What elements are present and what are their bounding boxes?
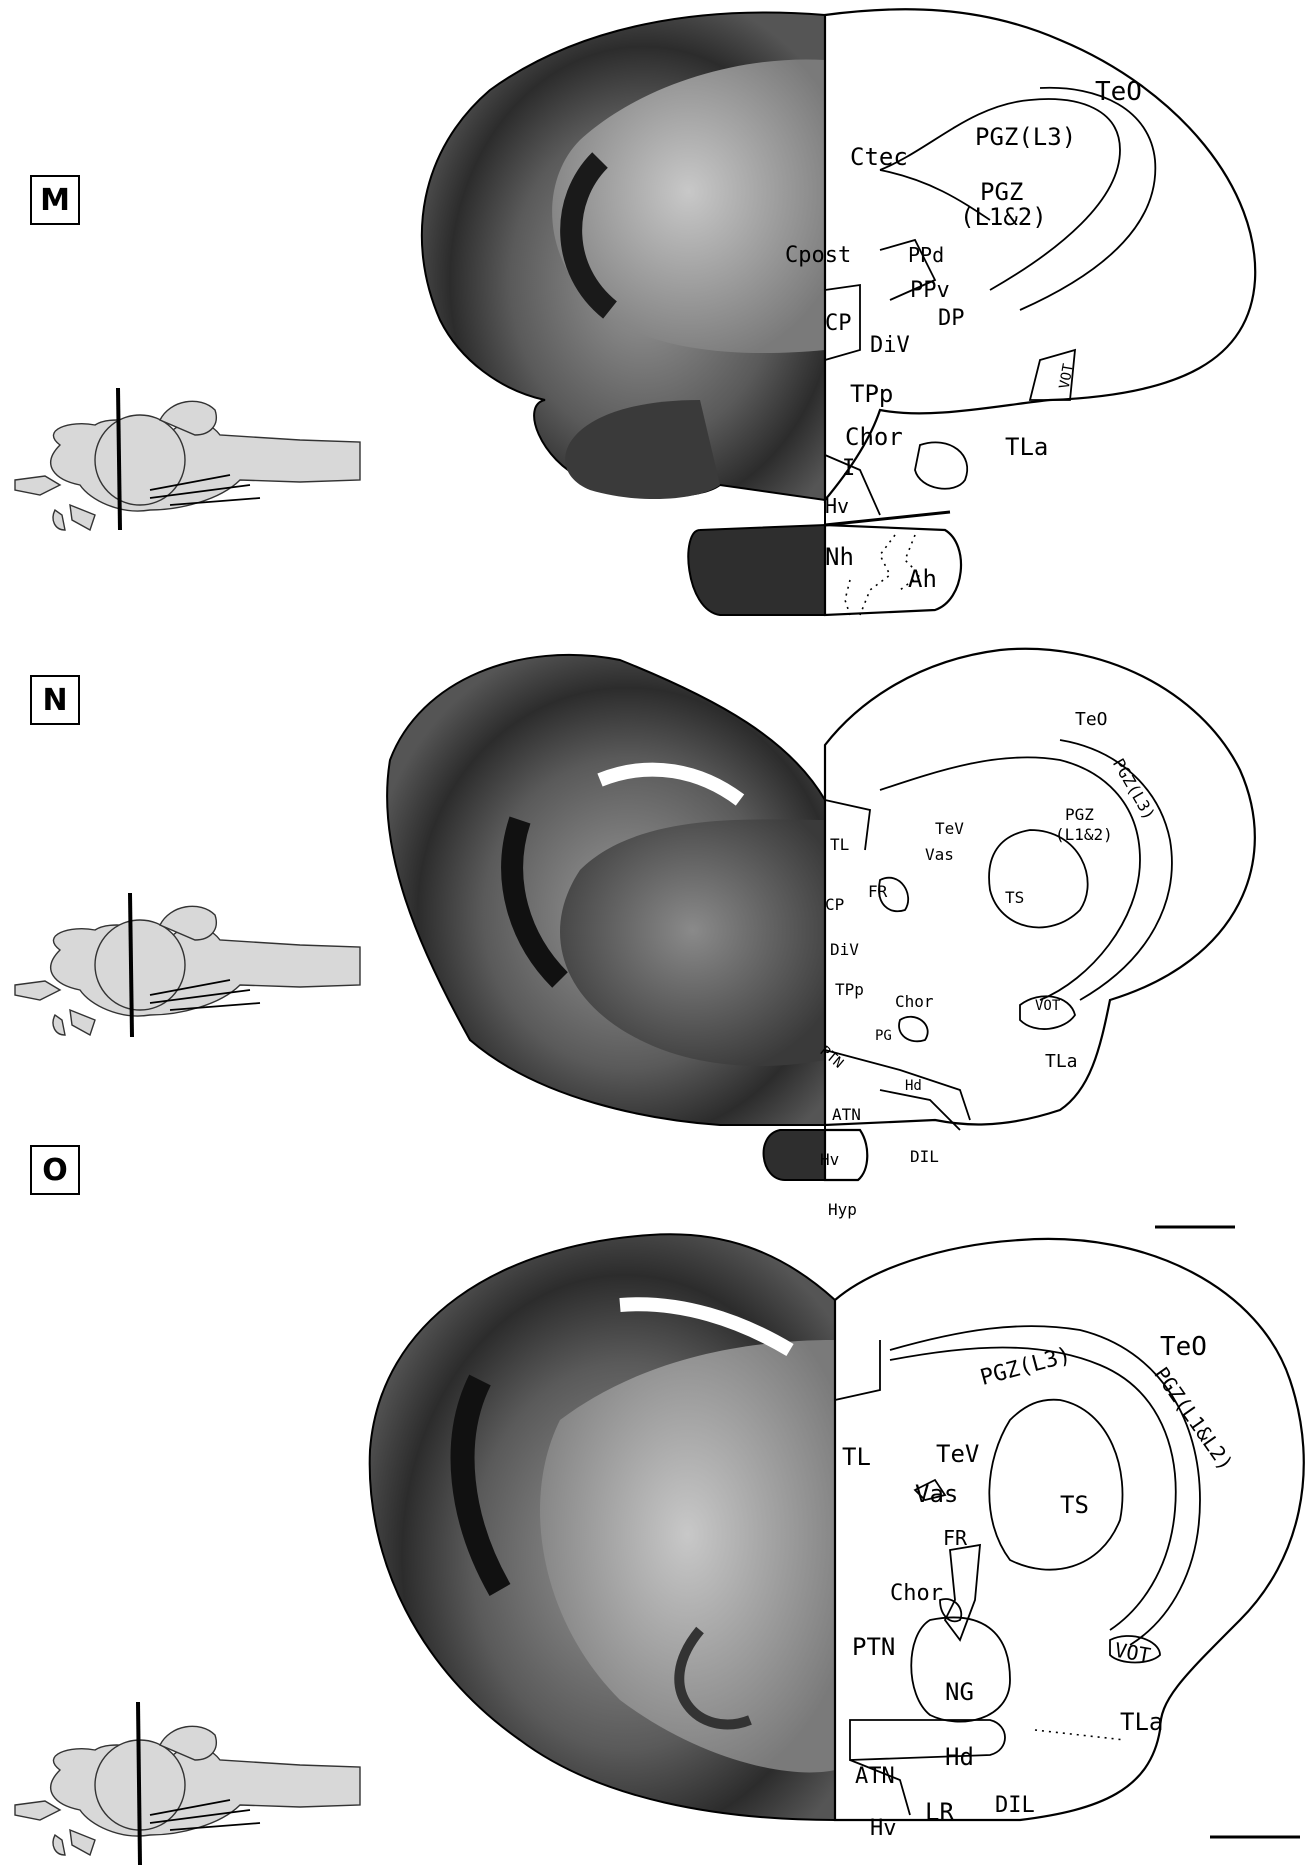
label-teo: TeO <box>1075 709 1108 730</box>
label-cp: CP <box>825 311 852 336</box>
label-dp: DP <box>938 306 965 331</box>
label-hv: Hv <box>825 494 849 518</box>
label-ah: Ah <box>908 565 937 593</box>
label-vas: Vas <box>925 845 954 864</box>
label-vas: Vas <box>915 1480 958 1508</box>
label-pgz-l12: PGZ <box>1065 805 1094 824</box>
label-ptn: PTN <box>852 1633 895 1661</box>
label-pgz-l12: PGZ <box>980 178 1023 206</box>
label-cp: CP <box>825 895 844 914</box>
label-hd: Hd <box>905 1078 922 1094</box>
label-tev: TeV <box>936 1440 979 1468</box>
panel-n-section-photo <box>387 655 825 1180</box>
label-tpp: TPp <box>835 980 864 999</box>
label-hv: Hv <box>870 1816 897 1841</box>
brain-sketch-m <box>15 388 360 530</box>
label-ng: NG <box>945 1678 974 1706</box>
label-atn: ATN <box>855 1764 895 1789</box>
panel-o-section-photo <box>370 1234 835 1820</box>
label-atn: ATN <box>832 1105 861 1124</box>
panel-m-atlas <box>825 9 1255 615</box>
label-tla: TLa <box>1045 1051 1078 1072</box>
label-tpp: TPp <box>850 380 893 408</box>
label-pgz-l12-sub: (L1&2) <box>960 203 1047 231</box>
label-vot: VOT <box>1035 998 1061 1014</box>
label-hd: Hd <box>945 1743 974 1771</box>
label-div: DiV <box>830 940 859 959</box>
label-hyp: Hyp <box>828 1200 857 1219</box>
label-div: DiV <box>870 333 910 358</box>
label-hv: Hv <box>820 1150 839 1169</box>
brain-sketch-n <box>15 893 360 1037</box>
panel-n-atlas <box>825 649 1255 1180</box>
label-nh: Nh <box>825 543 854 571</box>
brain-sketch-o <box>15 1702 360 1865</box>
label-ts: TS <box>1060 1491 1089 1519</box>
label-lr: LR <box>925 1798 954 1826</box>
label-teo: TeO <box>1095 77 1142 107</box>
label-tla: TLa <box>1120 1708 1163 1736</box>
label-chor: Chor <box>845 423 903 451</box>
label-tev: TeV <box>935 819 964 838</box>
label-dil: DIL <box>995 1793 1035 1818</box>
label-pgz-l3: PGZ(L3) <box>975 123 1076 151</box>
label-cpost: Cpost <box>785 243 851 268</box>
label-ctec: Ctec <box>850 143 908 171</box>
label-ppv: PPv <box>910 278 950 303</box>
label-dil: DIL <box>910 1147 939 1166</box>
label-tla: TLa <box>1005 433 1048 461</box>
panel-m-section-photo <box>422 13 825 615</box>
label-tl: TL <box>842 1443 871 1471</box>
label-i: I <box>842 456 855 481</box>
label-chor: Chor <box>890 1581 943 1606</box>
label-fr: FR <box>943 1526 968 1550</box>
label-ts: TS <box>1005 888 1024 907</box>
label-tl: TL <box>830 835 849 854</box>
label-fr: FR <box>868 882 888 901</box>
label-pg: PG <box>875 1028 892 1044</box>
panel-o-atlas <box>835 1239 1304 1820</box>
label-teo: TeO <box>1160 1332 1207 1362</box>
label-chor: Chor <box>895 992 934 1011</box>
label-pgz-l12-sub: (L1&2) <box>1055 825 1113 844</box>
label-ppd: PPd <box>908 243 944 267</box>
